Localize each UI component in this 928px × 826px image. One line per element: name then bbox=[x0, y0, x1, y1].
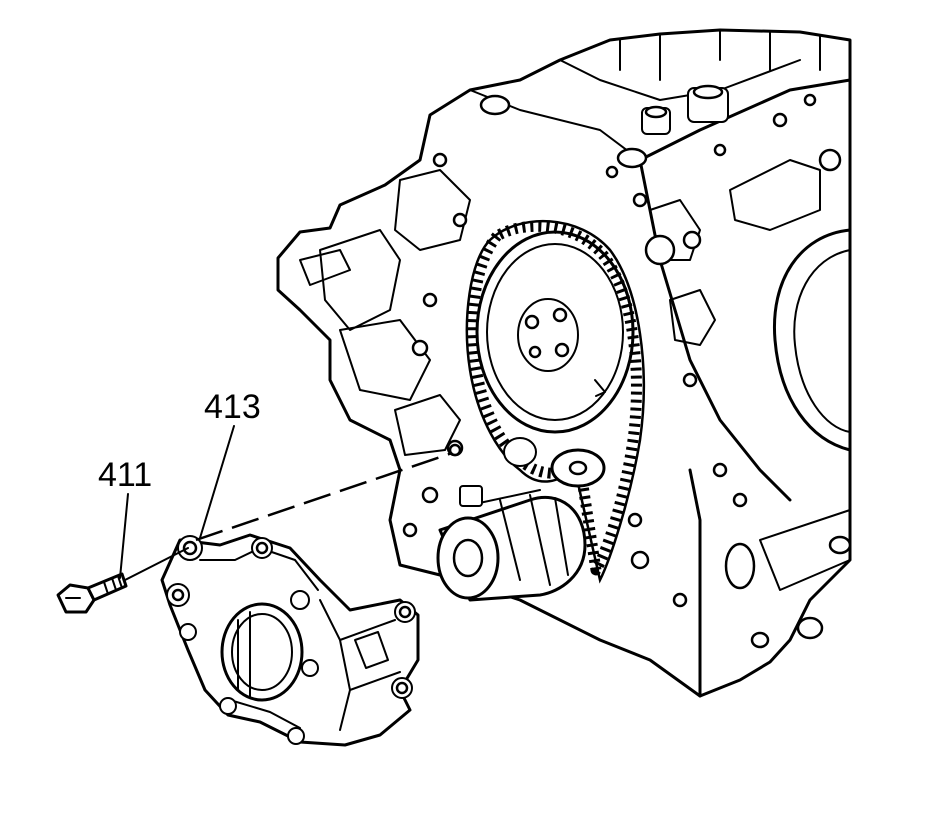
callout-413: 413 bbox=[204, 388, 261, 426]
timing-chain-assembly bbox=[465, 219, 645, 584]
oil-pump-bore bbox=[220, 602, 304, 702]
leader-lines bbox=[119, 425, 462, 581]
block-bolt-holes bbox=[402, 93, 842, 608]
timing-chain bbox=[467, 220, 642, 576]
callout-411: 411 bbox=[98, 456, 153, 494]
oil-pump bbox=[160, 533, 420, 747]
crankshaft-snout bbox=[436, 485, 587, 602]
bolt bbox=[56, 572, 128, 614]
